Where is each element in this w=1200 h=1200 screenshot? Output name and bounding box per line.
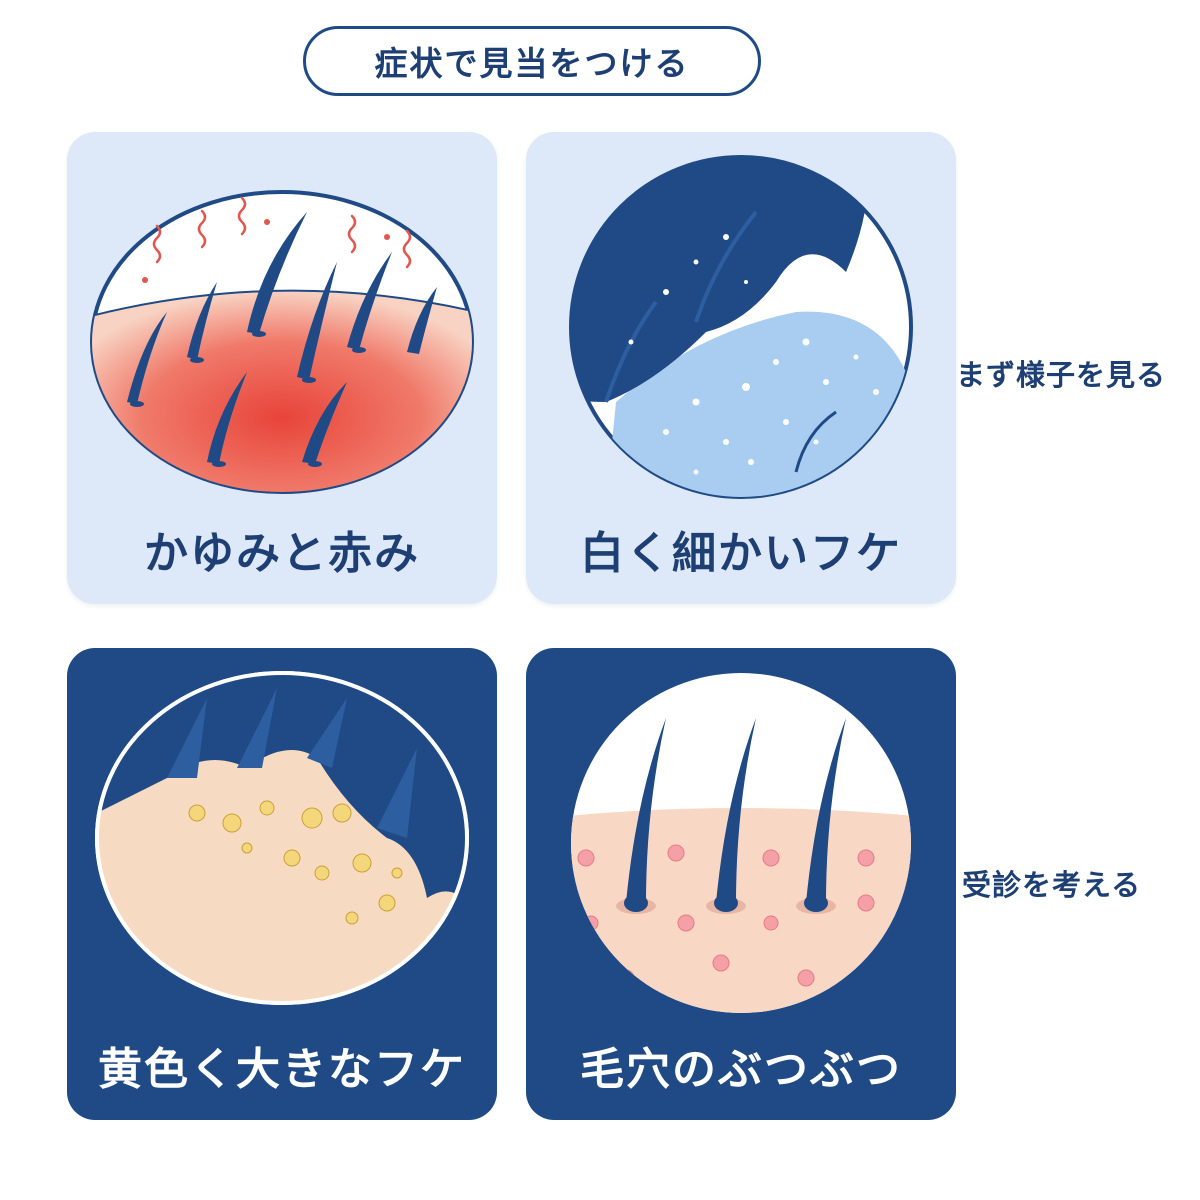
page-title: 症状で見当をつける xyxy=(303,26,761,96)
card-label: 毛穴のぶつぶつ xyxy=(580,1044,902,1095)
card-label: 黄色く大きなフケ xyxy=(98,1044,466,1095)
side-label-wait-and-see: まず様子を見る xyxy=(956,358,1167,392)
itchy-red-scalp-illustration xyxy=(90,190,474,494)
white-dandruff-illustration xyxy=(569,155,913,499)
card-yellow-flakes: 黄色く大きなフケ xyxy=(67,648,497,1120)
card-itch-redness: かゆみと赤み xyxy=(67,132,497,604)
card-follicle-bumps: 毛穴のぶつぶつ xyxy=(526,648,956,1120)
yellow-dandruff-illustration xyxy=(95,671,469,1005)
page-title-text: 症状で見当をつける xyxy=(374,44,690,83)
follicle-bumps-illustration xyxy=(571,673,911,1013)
card-label: 白く細かいフケ xyxy=(580,528,902,579)
card-label: かゆみと赤み xyxy=(144,528,420,579)
side-label-consider-clinic: 受診を考える xyxy=(962,868,1142,902)
card-white-flakes: 白く細かいフケ xyxy=(526,132,956,604)
